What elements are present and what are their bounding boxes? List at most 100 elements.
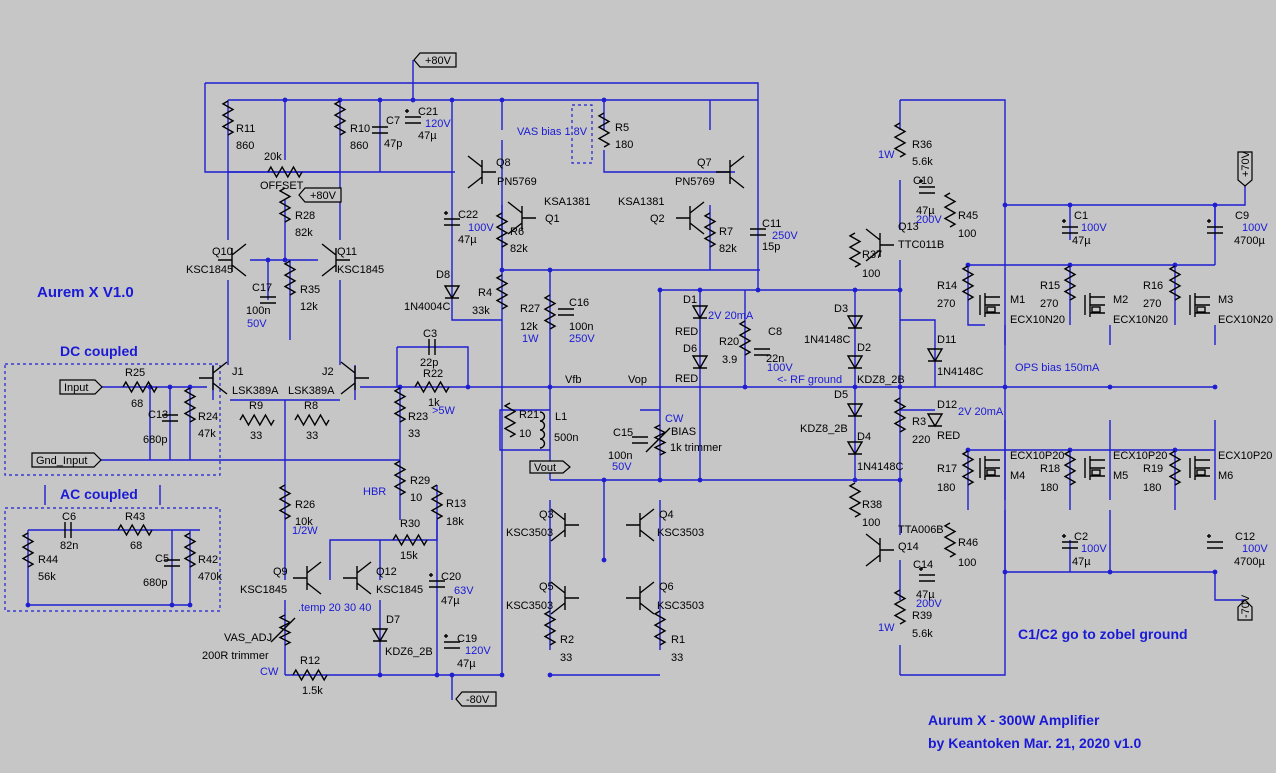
vas-adj-trimmer-symbol bbox=[278, 614, 292, 646]
zobel-note: C1/C2 go to zobel ground bbox=[1018, 626, 1188, 642]
r28-resistor-symbol bbox=[278, 187, 292, 223]
c8-capacitor-symbol bbox=[754, 348, 770, 356]
port-p80-top[interactable]: +80V bbox=[413, 52, 457, 68]
port-m70[interactable]: -70V bbox=[1237, 594, 1253, 621]
m5-mosfet-symbol bbox=[1084, 456, 1105, 480]
component-r24 bbox=[183, 387, 197, 423]
q11-transistor-symbol bbox=[321, 243, 350, 277]
r29-designator: R29 bbox=[410, 475, 430, 487]
q13-value: TTC011B bbox=[898, 239, 944, 251]
d8-value: 1N4004C bbox=[404, 301, 451, 313]
c14-designator: C14 bbox=[913, 559, 933, 571]
component-bias bbox=[645, 424, 671, 456]
c9-polarity-mark bbox=[1207, 219, 1211, 223]
c3-value: 22p bbox=[420, 357, 438, 369]
d4-designator: D4 bbox=[857, 431, 871, 443]
c9-value: 4700µ bbox=[1234, 235, 1265, 247]
r29-value: 10 bbox=[410, 492, 422, 504]
r7-designator: R7 bbox=[719, 226, 733, 238]
c14-rating: 200V bbox=[916, 598, 942, 610]
port-m80[interactable]: -80V bbox=[455, 691, 497, 707]
q5-value: KSC3503 bbox=[506, 600, 553, 612]
d2-diode-symbol bbox=[846, 355, 864, 370]
r37-designator: R37 bbox=[862, 249, 882, 261]
r5-designator: R5 bbox=[615, 122, 629, 134]
c20-polarity-mark bbox=[429, 573, 433, 577]
component-r36 bbox=[893, 122, 907, 158]
r18-designator: R18 bbox=[1040, 463, 1060, 475]
m6-designator: M6 bbox=[1218, 470, 1233, 482]
r6-resistor-symbol bbox=[495, 212, 509, 248]
c19-designator: C19 bbox=[457, 633, 477, 645]
m4-designator: M4 bbox=[1010, 470, 1025, 482]
component-d4 bbox=[846, 441, 864, 456]
component-d12 bbox=[926, 413, 944, 428]
m3-mosfet-symbol bbox=[1189, 293, 1210, 317]
r21-resistor-symbol bbox=[503, 402, 517, 438]
c2-polarity-mark bbox=[1062, 534, 1066, 538]
c20-capacitor-symbol bbox=[429, 580, 445, 588]
port-p70[interactable]: +70V bbox=[1237, 150, 1253, 187]
m5-designator: M5 bbox=[1113, 470, 1128, 482]
q1-value: KSA1381 bbox=[544, 196, 590, 208]
r24-resistor-symbol bbox=[183, 387, 197, 423]
component-r16 bbox=[1168, 265, 1182, 301]
q13-designator: Q13 bbox=[898, 221, 919, 233]
r45-value: 100 bbox=[958, 228, 976, 240]
r2-value: 33 bbox=[560, 652, 572, 664]
c10-value: 47µ bbox=[916, 205, 935, 217]
r25-designator: R25 bbox=[125, 367, 145, 379]
c5-capacitor-symbol bbox=[164, 559, 180, 567]
component-c1 bbox=[1062, 219, 1078, 234]
q2-transistor-symbol bbox=[676, 201, 705, 235]
r11-value: 860 bbox=[236, 140, 254, 152]
c8-value: 22n bbox=[766, 353, 784, 365]
port-vout[interactable]: Vout bbox=[529, 460, 571, 474]
component-m5 bbox=[1084, 456, 1105, 480]
component-symbols bbox=[21, 100, 1223, 682]
component-r37 bbox=[848, 232, 862, 268]
c6-capacitor-symbol bbox=[64, 522, 72, 538]
r7-value: 82k bbox=[719, 243, 737, 255]
c1-designator: C1 bbox=[1074, 210, 1088, 222]
component-q2 bbox=[676, 201, 705, 235]
r26-rating: 1/2W bbox=[292, 525, 318, 537]
component-j2 bbox=[340, 361, 369, 395]
component-c22 bbox=[444, 211, 460, 226]
q8-value: PN5769 bbox=[497, 176, 537, 188]
q10-value: KSC1845 bbox=[186, 264, 233, 276]
component-r5 bbox=[597, 112, 611, 148]
r43-designator: R43 bbox=[125, 511, 145, 523]
component-r7 bbox=[703, 212, 717, 248]
r8-resistor-symbol bbox=[294, 413, 330, 427]
r13-value: 18k bbox=[446, 516, 464, 528]
c9-capacitor-symbol bbox=[1207, 226, 1223, 234]
r15-designator: R15 bbox=[1040, 280, 1060, 292]
r35-resistor-symbol bbox=[283, 260, 297, 296]
component-r18 bbox=[1063, 450, 1077, 486]
q3-designator: Q3 bbox=[539, 509, 554, 521]
port-input[interactable]: Input bbox=[59, 379, 103, 395]
r10-resistor-symbol bbox=[333, 100, 347, 136]
m3-designator: M3 bbox=[1218, 294, 1233, 306]
r24-designator: R24 bbox=[198, 411, 218, 423]
r15-value: 270 bbox=[1040, 298, 1058, 310]
version-label: Aurem X V1.0 bbox=[37, 284, 134, 301]
r7-resistor-symbol bbox=[703, 212, 717, 248]
c11-value: 15p bbox=[762, 241, 780, 253]
r38-value: 100 bbox=[862, 517, 880, 529]
r45-designator: R45 bbox=[958, 210, 978, 222]
c8-rating: 100V bbox=[767, 362, 793, 374]
c8-designator: C8 bbox=[768, 326, 782, 338]
bias-designator: BIAS bbox=[671, 426, 696, 438]
component-c14 bbox=[919, 567, 935, 582]
port-p80-mid[interactable]: +80V bbox=[298, 187, 342, 203]
component-c15 bbox=[632, 436, 648, 444]
d4-value: 1N4148C bbox=[857, 461, 904, 473]
component-q10 bbox=[218, 243, 247, 277]
r11-resistor-symbol bbox=[221, 100, 235, 136]
d6-designator: D6 bbox=[683, 343, 697, 355]
port-gnd-input[interactable]: Gnd_Input bbox=[31, 452, 102, 468]
r13-designator: R13 bbox=[446, 498, 466, 510]
c1-polarity-mark bbox=[1062, 219, 1066, 223]
